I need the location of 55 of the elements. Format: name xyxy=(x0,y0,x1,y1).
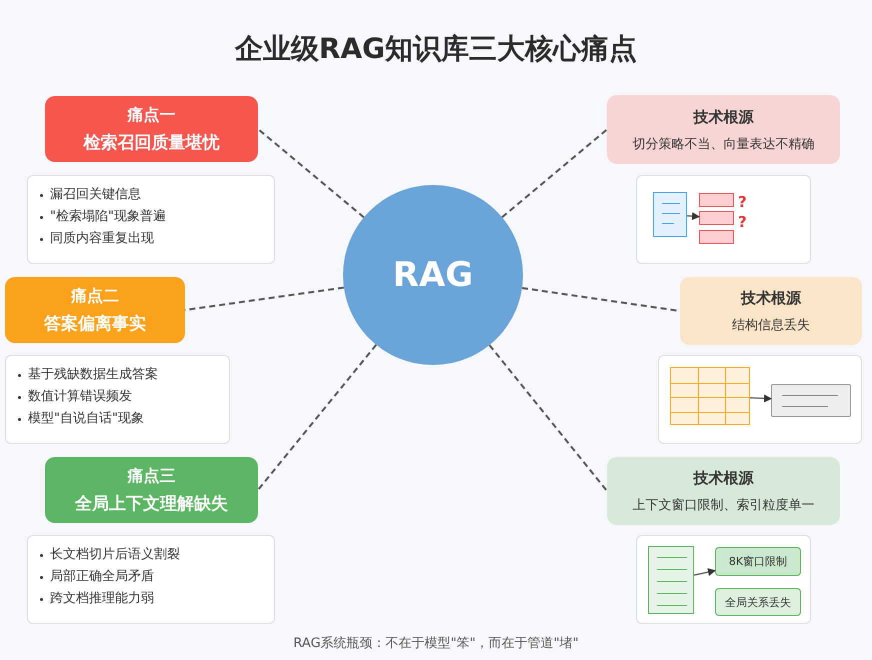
table-drawing xyxy=(670,367,750,425)
root-cause-box xyxy=(607,95,840,164)
title-text: 全局上下文理解缺失 xyxy=(74,493,229,516)
description-text: 结构信息丢失 xyxy=(731,317,811,335)
caption-text: RAG系统瓶颈：不在于模型"笨"，而在于管道"堵" xyxy=(292,635,580,652)
question-mark: ? xyxy=(738,193,747,211)
tag-box: 8K窗口限制 xyxy=(715,547,801,576)
center-label: RAG xyxy=(392,255,474,295)
question-mark: ? xyxy=(738,213,747,231)
description-text: 切分策略不当、向量表达不精确 xyxy=(632,136,816,154)
bullet-list-card xyxy=(27,175,275,264)
description-text: 上下文窗口限制、索引粒度单一 xyxy=(632,497,816,515)
illustration-card xyxy=(658,355,862,444)
arrow xyxy=(750,394,772,402)
dashed-connector xyxy=(257,128,365,218)
arrow xyxy=(694,568,716,576)
document-shape xyxy=(648,546,694,614)
title-text: 企业级RAG知识库三大核心痛点 xyxy=(234,31,638,67)
list-item: "检索塌陷"现象普遍 xyxy=(38,206,264,228)
pain-point-box xyxy=(45,457,258,523)
list-item: 跨文档推理能力弱 xyxy=(38,588,264,610)
pain-point-box xyxy=(45,96,258,162)
dashed-connector xyxy=(501,128,608,218)
heading-text: 技术根源 xyxy=(692,468,755,489)
dashed-connector xyxy=(488,344,608,492)
root-cause-box xyxy=(607,457,840,525)
root-cause-box xyxy=(680,277,862,345)
chunk-box xyxy=(699,193,734,207)
document-shape xyxy=(653,192,687,237)
list-item: 模型"自说自话"现象 xyxy=(16,408,219,430)
arrow xyxy=(686,212,700,220)
bullet-list-card xyxy=(27,535,275,624)
list-item: 同质内容重复出现 xyxy=(38,228,264,250)
heading-text: 技术根源 xyxy=(740,288,802,309)
list-item: 漏召回关键信息 xyxy=(38,184,264,206)
heading-text: 技术根源 xyxy=(692,106,755,128)
dashed-connector xyxy=(257,344,377,491)
illustration-card xyxy=(636,175,811,264)
list-item: 基于残缺数据生成答案 xyxy=(16,364,219,386)
chunk-box xyxy=(699,211,734,225)
heading-text: 痛点三 xyxy=(126,465,176,487)
illustration-card xyxy=(636,535,811,624)
heading-text: 痛点二 xyxy=(70,285,120,307)
chunk-box xyxy=(699,230,734,244)
tag-box: 全局关系丢失 xyxy=(715,588,801,616)
dashed-connector xyxy=(184,286,344,311)
bullet-list-card xyxy=(5,355,230,444)
heading-text: 痛点一 xyxy=(126,104,176,126)
list-item: 局部正确全局矛盾 xyxy=(38,566,264,588)
list-item: 长文档切片后语义割裂 xyxy=(38,544,264,566)
list-item: 数值计算错误频发 xyxy=(16,386,219,408)
text-block-shape xyxy=(771,384,851,417)
pain-point-box xyxy=(5,277,185,343)
title-text: 答案偏离事实 xyxy=(43,313,147,336)
title-text: 检索召回质量堪忧 xyxy=(82,132,220,155)
